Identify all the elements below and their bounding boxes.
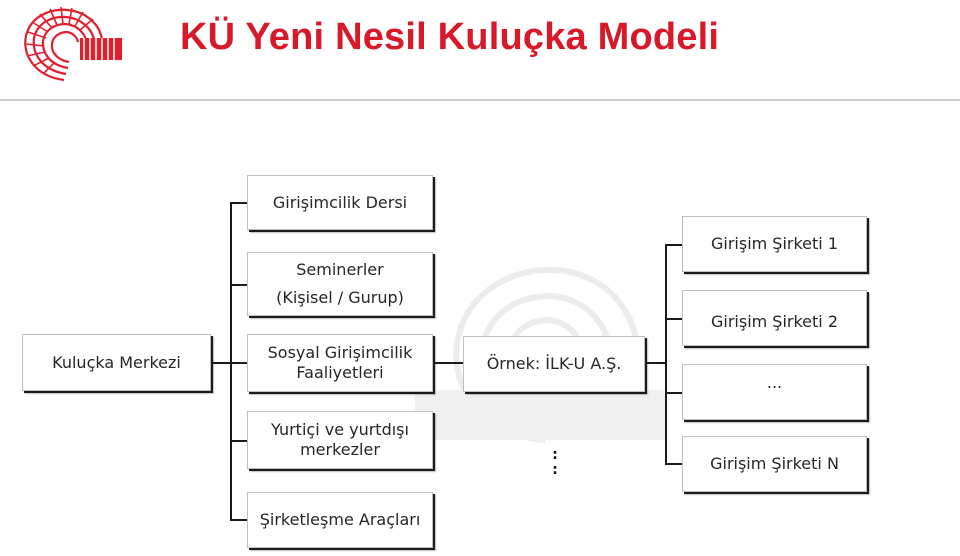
connector-to-example — [435, 362, 463, 364]
node-activity-2-line-1: Seminerler — [296, 260, 384, 279]
page-title: KÜ Yeni Nesil Kuluçka Modeli — [180, 16, 720, 58]
node-activity-3: Sosyal Girişimcilik Faaliyetleri — [247, 334, 433, 392]
node-company-4-label: Girişim Şirketi N — [710, 454, 839, 473]
node-company-2: Girişim Şirketi 2 — [682, 290, 867, 346]
connector-activity-4 — [230, 440, 247, 442]
connector-activity-2 — [230, 284, 247, 286]
node-activity-3-line-1: Sosyal Girişimcilik — [267, 343, 413, 362]
watermark-emblem-icon — [415, 266, 665, 443]
node-company-4: Girişim Şirketi N — [682, 436, 867, 492]
connector-activity-1 — [230, 202, 247, 204]
connector-company-1 — [665, 244, 682, 246]
connector-companies-trunk — [665, 244, 667, 465]
connector-activity-3 — [230, 362, 247, 364]
node-company-1-label: Girişim Şirketi 1 — [710, 234, 839, 253]
node-example: Örnek: İLK-U A.Ş. — [463, 336, 645, 392]
node-activity-1: Girişimcilik Dersi — [247, 175, 433, 230]
node-activity-1-label: Girişimcilik Dersi — [272, 192, 408, 212]
node-activity-4-line-2: merkezler — [300, 440, 380, 459]
header-divider — [0, 99, 960, 101]
connector-company-4 — [665, 463, 682, 465]
node-company-3-label: ... — [766, 373, 783, 392]
koc-university-logo-icon — [24, 6, 122, 82]
node-company-2-label: Girişim Şirketi 2 — [710, 312, 839, 331]
connector-company-2 — [665, 318, 682, 320]
node-activity-3-line-2: Faaliyetleri — [296, 363, 384, 382]
connector-company-3 — [665, 392, 682, 394]
node-activity-2: Seminerler (Kişisel / Gurup) — [247, 252, 433, 316]
vertical-ellipsis: : : — [552, 447, 558, 478]
node-root-label: Kuluçka Merkezi — [52, 352, 181, 372]
node-example-label: Örnek: İLK-U A.Ş. — [486, 354, 622, 373]
node-activity-4: Yurtiçi ve yurtdışı merkezler — [247, 411, 433, 469]
connector-root — [211, 362, 232, 364]
node-activity-4-line-1: Yurtiçi ve yurtdışı — [271, 420, 409, 439]
connector-activities-trunk — [230, 202, 232, 520]
node-activity-2-line-2: (Kişisel / Gurup) — [276, 288, 404, 307]
node-activity-5: Şirketleşme Araçları — [247, 492, 433, 548]
node-activity-5-label: Şirketleşme Araçları — [259, 510, 421, 529]
connector-example-out — [645, 362, 665, 364]
node-company-1: Girişim Şirketi 1 — [682, 216, 867, 272]
node-root: Kuluçka Merkezi — [22, 334, 211, 391]
node-company-3: ... — [682, 364, 867, 420]
connector-activity-5 — [230, 519, 247, 521]
